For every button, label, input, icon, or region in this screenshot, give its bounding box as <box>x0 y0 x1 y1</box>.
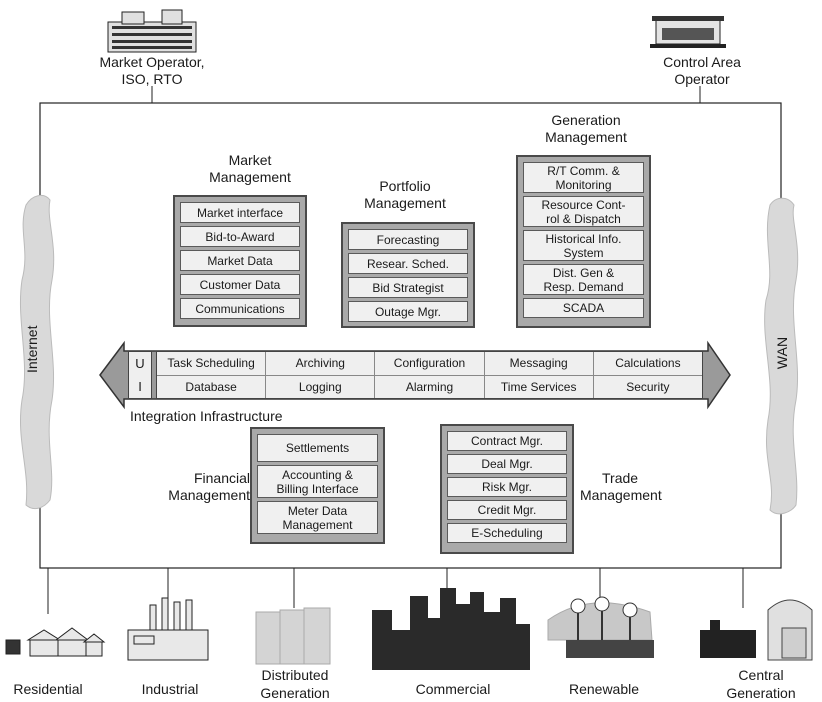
market-operator-building-icon <box>107 9 197 53</box>
outage-manager-item: Outage Mgr. <box>348 301 468 322</box>
service-security: Security <box>593 375 702 398</box>
communications-item: Communications <box>180 298 300 319</box>
bottom-links <box>47 568 744 614</box>
control-area-building-icon <box>650 16 726 48</box>
renewable-windfarm-icon <box>547 596 654 658</box>
financial-management-title: Financial Management <box>168 470 250 503</box>
portfolio-management-group: Forecasting Resear. Sched. Bid Strategis… <box>341 222 475 328</box>
central-generation-plant-icon <box>700 599 813 661</box>
integration-infrastructure-label: Integration Infrastructure <box>130 408 283 424</box>
resource-control-dispatch-item: Resource Cont-rol & Dispatch <box>523 196 644 227</box>
market-operator-label: Market Operator, ISO, RTO <box>99 54 205 87</box>
financial-management-group: Settlements Accounting &Billing Interfac… <box>250 427 385 544</box>
service-configuration: Configuration <box>375 352 484 375</box>
contract-manager-item: Contract Mgr. <box>447 431 567 451</box>
bid-to-award-item: Bid-to-Award <box>180 226 300 247</box>
e-scheduling-item: E-Scheduling <box>447 523 567 543</box>
internet-cloud-icon <box>19 194 55 510</box>
commercial-label: Commercial <box>415 681 491 697</box>
wan-cloud-icon <box>764 197 799 515</box>
distributed-generation-icon <box>255 607 331 665</box>
internet-label: Internet <box>24 325 40 373</box>
control-area-operator-label: Control Area Operator <box>663 54 741 87</box>
market-data-item: Market Data <box>180 250 300 271</box>
service-time-services: Time Services <box>484 375 593 398</box>
service-database: Database <box>157 375 266 398</box>
ui-box: U I <box>128 351 152 399</box>
renewable-label: Renewable <box>568 681 640 697</box>
integration-services-grid: Task Scheduling Archiving Configuration … <box>156 351 703 399</box>
risk-manager-item: Risk Mgr. <box>447 477 567 497</box>
service-calculations: Calculations <box>593 352 702 375</box>
historical-info-system-item: Historical Info.System <box>523 230 644 261</box>
service-archiving: Archiving <box>266 352 375 375</box>
residential-houses-icon <box>5 627 106 657</box>
trade-management-group: Contract Mgr. Deal Mgr. Risk Mgr. Credit… <box>440 424 574 554</box>
customer-data-item: Customer Data <box>180 274 300 295</box>
scada-item: SCADA <box>523 298 644 318</box>
accounting-billing-item: Accounting &Billing Interface <box>257 465 378 498</box>
service-task-scheduling: Task Scheduling <box>157 352 266 375</box>
forecasting-item: Forecasting <box>348 229 468 250</box>
industrial-label: Industrial <box>141 681 199 697</box>
service-logging: Logging <box>266 375 375 398</box>
residential-label: Residential <box>13 681 83 697</box>
settlements-item: Settlements <box>257 434 378 462</box>
portfolio-management-title: Portfolio Management <box>364 178 446 211</box>
trade-management-title: Trade Management <box>580 470 662 503</box>
market-interface-item: Market interface <box>180 202 300 223</box>
service-alarming: Alarming <box>375 375 484 398</box>
deal-manager-item: Deal Mgr. <box>447 454 567 474</box>
bid-strategist-item: Bid Strategist <box>348 277 468 298</box>
market-management-group: Market interface Bid-to-Award Market Dat… <box>173 195 307 327</box>
generation-management-group: R/T Comm. &Monitoring Resource Cont-rol … <box>516 155 651 328</box>
service-messaging: Messaging <box>484 352 593 375</box>
commercial-skyline-icon <box>372 588 530 670</box>
market-management-title: Market Management <box>209 152 291 185</box>
rt-comm-monitoring-item: R/T Comm. &Monitoring <box>523 162 644 193</box>
industrial-factory-icon <box>127 597 209 661</box>
dist-gen-resp-demand-item: Dist. Gen &Resp. Demand <box>523 264 644 295</box>
credit-manager-item: Credit Mgr. <box>447 500 567 520</box>
research-schedule-item: Resear. Sched. <box>348 253 468 274</box>
wan-label: WAN <box>774 336 790 370</box>
generation-management-title: Generation Management <box>545 112 627 145</box>
